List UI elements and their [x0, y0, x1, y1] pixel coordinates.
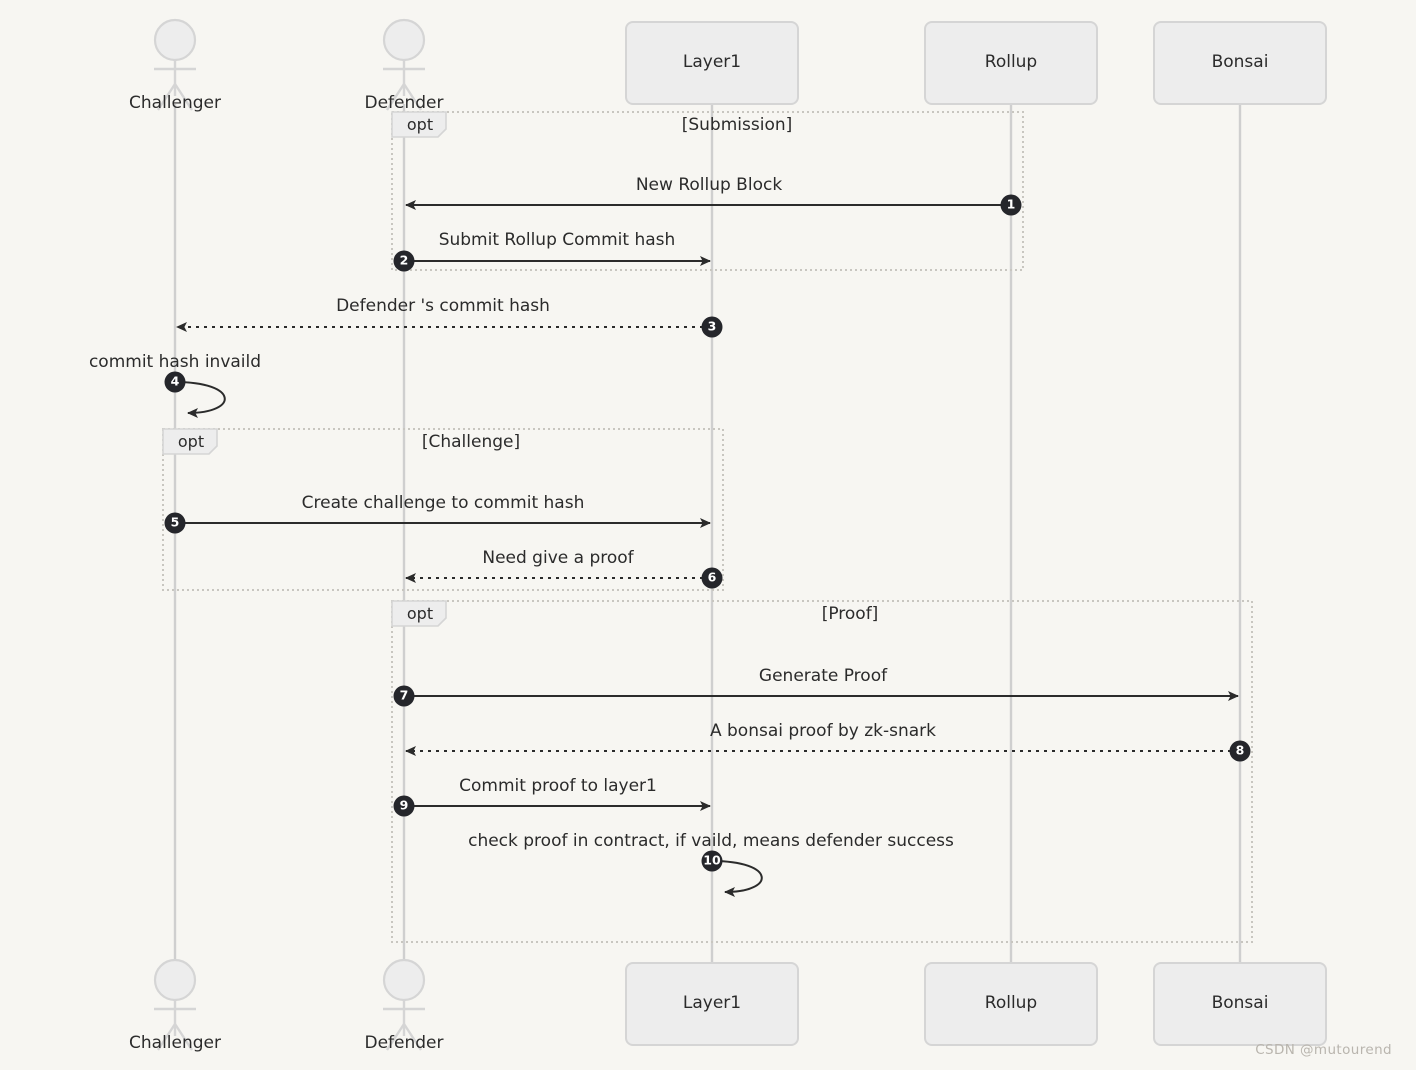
participant-box-rollup-bottom [924, 962, 1098, 1046]
fragment-keyword-proof: opt [406, 604, 434, 623]
fragment-condition-proof: [Proof] [821, 604, 879, 624]
fragment-proof [391, 600, 1253, 943]
message-label-5: Create challenge to commit hash [301, 493, 585, 513]
message-label-4: commit hash invaild [88, 352, 262, 372]
message-label-1: New Rollup Block [635, 175, 783, 195]
actor-leg-right [173, 83, 194, 111]
fragment-border-challenge [162, 428, 724, 591]
message-label-9: Commit proof to layer1 [459, 776, 657, 796]
participant-label-bonsai-bottom: Bonsai [1211, 993, 1269, 1013]
message-self-loop-10 [711, 860, 763, 897]
fragment-keyword-challenge: opt [177, 432, 205, 451]
participant-box-rollup-top [924, 21, 1098, 105]
lifelines-group [173, 104, 1242, 963]
watermark: CSDN @mutourend [1255, 1042, 1392, 1058]
message-10 [711, 860, 763, 897]
participant-box-bonsai-top [1153, 21, 1327, 105]
fragment-keyword-box-submission [391, 111, 447, 138]
message-self-loop-4 [174, 381, 226, 418]
fragment-keyword-box-proof [391, 600, 447, 627]
actor-figure-challenger [153, 18, 197, 111]
sequence-number-badge-8: 8 [1229, 740, 1251, 762]
sequence-number-badge-2: 2 [393, 250, 415, 272]
participant-label-bonsai-top: Bonsai [1211, 52, 1269, 72]
fragments-group [162, 111, 1253, 943]
participant-label-layer1-bottom: Layer1 [682, 993, 742, 1013]
message-label-3: Defender 's commit hash [336, 296, 550, 316]
fragment-border-proof [391, 600, 1253, 943]
actor-head [382, 958, 426, 1002]
actor-figure-challenger-bottom [153, 958, 197, 1051]
message-label-8: A bonsai proof by zk-snark [709, 721, 937, 741]
participant-label-rollup-top: Rollup [984, 52, 1038, 72]
actor-label-defender-top: Defender [364, 93, 444, 113]
actor-leg-left [385, 1023, 406, 1051]
message-label-7: Generate Proof [758, 666, 888, 686]
fragment-condition-challenge: [Challenge] [421, 432, 521, 452]
actor-leg-left [156, 1023, 177, 1051]
actor-figure-defender [382, 18, 426, 111]
sequence-number-badge-5: 5 [164, 512, 186, 534]
sequence-number-badge-4: 4 [164, 371, 186, 393]
participant-label-rollup-bottom: Rollup [984, 993, 1038, 1013]
participant-label-layer1-top: Layer1 [682, 52, 742, 72]
actor-leg-left [385, 83, 406, 111]
messages-group [174, 200, 1239, 897]
actor-leg-right [402, 1023, 423, 1051]
sequence-number-badge-10: 10 [701, 850, 723, 872]
sequence-number-badge-7: 7 [393, 685, 415, 707]
actor-leg-right [173, 1023, 194, 1051]
actor-head [153, 958, 197, 1002]
participant-box-bonsai-bottom [1153, 962, 1327, 1046]
message-4 [174, 381, 226, 418]
actor-figures-group [153, 18, 426, 1051]
sequence-number-badge-3: 3 [701, 316, 723, 338]
actor-figure-defender-bottom [382, 958, 426, 1051]
message-label-6: Need give a proof [482, 548, 634, 568]
sequence-number-badge-9: 9 [393, 795, 415, 817]
participant-box-layer1-bottom [625, 962, 799, 1046]
participant-boxes-group [625, 21, 1327, 1046]
fragment-keyword-submission: opt [406, 115, 434, 134]
fragment-border-submission [391, 111, 1024, 271]
sequence-number-badge-1: 1 [1000, 194, 1022, 216]
actor-leg-right [402, 83, 423, 111]
fragment-condition-submission: [Submission] [681, 115, 793, 135]
actor-label-challenger-bottom: Challenger [129, 1033, 221, 1053]
sequence-number-badge-6: 6 [701, 567, 723, 589]
fragment-submission [391, 111, 1024, 271]
fragment-challenge [162, 428, 724, 591]
actor-head [153, 18, 197, 62]
message-label-2: Submit Rollup Commit hash [438, 230, 676, 250]
fragment-keyword-box-challenge [162, 428, 218, 455]
message-label-10: check proof in contract, if vaild, means… [468, 831, 954, 851]
actor-leg-left [156, 83, 177, 111]
actor-label-defender-bottom: Defender [364, 1033, 444, 1053]
actor-head [382, 18, 426, 62]
participant-box-layer1-top [625, 21, 799, 105]
actor-label-challenger-top: Challenger [129, 93, 221, 113]
